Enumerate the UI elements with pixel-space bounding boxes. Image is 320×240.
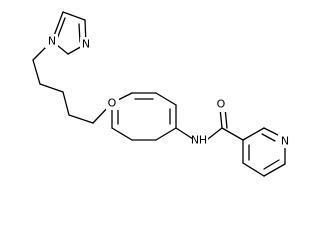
structure-svg: N N O O N H N xyxy=(32,11,291,177)
amide-group xyxy=(175,107,244,141)
pentyl-chain xyxy=(32,40,113,124)
molecule-diagram: N N O O N H N xyxy=(32,11,291,177)
amide-nitrogen-label: N xyxy=(191,134,199,147)
benzene-ring xyxy=(111,92,177,141)
imidazole-n3-label: N xyxy=(82,38,90,51)
amide-hydrogen-label: H xyxy=(199,134,207,147)
atom-labels: N N O O N H N xyxy=(45,34,291,148)
ether-oxygen-label: O xyxy=(108,97,117,110)
pyridine-ring xyxy=(242,127,286,177)
imidazole-n1-label: N xyxy=(48,35,56,48)
pyridine-nitrogen-label: N xyxy=(281,135,289,148)
amide-oxygen-label: O xyxy=(217,98,226,111)
